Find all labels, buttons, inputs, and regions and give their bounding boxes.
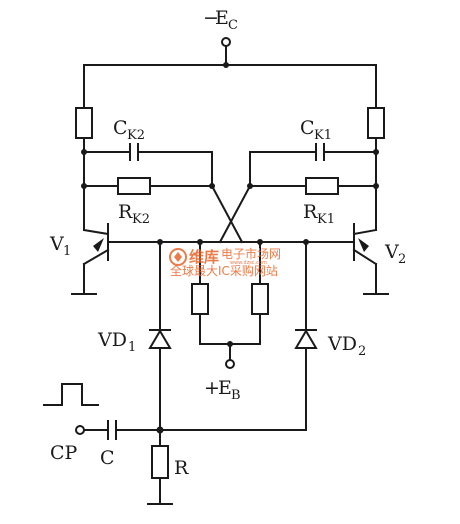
ck1-label: C	[300, 117, 315, 139]
eb-plus-label: +	[204, 377, 220, 399]
rk1-sub-label: K1	[317, 212, 335, 227]
rk2-sub-label: K2	[132, 212, 150, 227]
diode-vd1	[148, 241, 172, 431]
watermark-site-name: 电子市场网	[221, 246, 281, 261]
v2-label: V	[384, 241, 399, 263]
pulldown-resistor-r	[147, 429, 173, 505]
rk1-label: R	[303, 201, 318, 223]
vd1-label: VD	[97, 329, 127, 351]
r-label: R	[174, 457, 189, 479]
supply-eb-terminal	[225, 359, 235, 369]
watermark-logo-icon	[169, 248, 187, 266]
watermark-slogan: 全球最大IC采购网站	[170, 263, 278, 278]
watermark-url: www.dzsc.com	[230, 260, 267, 266]
ck2-label: C	[113, 117, 128, 139]
rk2-label: R	[118, 201, 133, 223]
cp-label: CP	[50, 442, 78, 464]
ec-minus-label: −	[203, 7, 219, 29]
vd2-sub-label: 2	[358, 344, 366, 359]
vd2-label: VD	[327, 333, 357, 355]
v1-sub-label: 1	[63, 244, 71, 259]
left-bias-resistor	[191, 241, 209, 345]
ck2-sub-label: K2	[127, 128, 145, 143]
ck1-sub-label: K1	[314, 128, 332, 143]
ec-label: E	[215, 7, 229, 29]
left-collector-resistor	[75, 107, 93, 139]
resistor-rk1	[249, 177, 377, 195]
right-collector-resistor	[367, 107, 385, 139]
transistor-v1	[71, 223, 110, 295]
supply-ec-terminal	[221, 37, 231, 66]
eb-label: E	[218, 377, 232, 399]
v1-label: V	[49, 233, 64, 255]
cross-coupling-wires	[210, 184, 252, 244]
eb-sub-label: B	[231, 388, 241, 403]
c-label: C	[100, 447, 115, 469]
input-capacitor-c	[83, 420, 117, 440]
watermark-brand: 维库	[189, 248, 219, 266]
top-rail-junction	[223, 62, 229, 68]
transistor-v2	[352, 223, 389, 295]
diode-vd2	[294, 241, 318, 431]
vd1-sub-label: 1	[128, 340, 136, 355]
capacitor-ck1	[249, 143, 377, 161]
capacitor-ck2	[83, 143, 213, 161]
resistor-rk2	[83, 177, 213, 195]
right-bias-resistor	[251, 241, 269, 345]
pulse-waveform-icon	[43, 383, 99, 406]
cp-input-terminal	[75, 425, 85, 435]
ec-sub-label: C	[228, 18, 238, 33]
watermark: 维库 电子市场网 www.dzsc.com 全球最大IC采购网站	[169, 246, 281, 278]
v2-sub-label: 2	[398, 252, 406, 267]
